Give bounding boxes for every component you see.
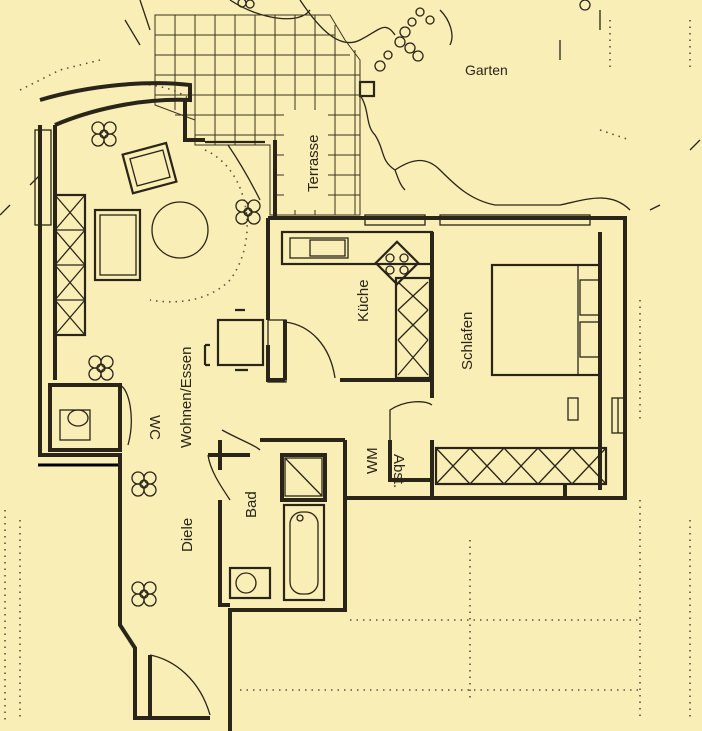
- label-bad: Bad: [243, 491, 260, 518]
- plant-1: [91, 121, 117, 147]
- label-wc: WC: [146, 415, 163, 440]
- bedroom-fixtures: [389, 263, 608, 486]
- bathroom-fixtures: [207, 429, 326, 602]
- plant-4: [131, 471, 157, 497]
- label-schlafen: Schlafen: [459, 312, 476, 370]
- windows: [34, 129, 625, 434]
- label-kueche: Küche: [355, 279, 372, 322]
- label-abst: Abst.: [390, 454, 407, 488]
- label-wohnen-essen: Wohnen/Essen: [178, 347, 195, 448]
- label-diele: Diele: [179, 518, 196, 552]
- terrace-tiles: [154, 14, 361, 216]
- entry-door: [149, 654, 211, 716]
- plant-5: [131, 581, 157, 607]
- walls: [38, 81, 627, 731]
- label-terrasse: Terrasse: [305, 134, 322, 192]
- label-garten: Garten: [465, 62, 508, 78]
- living-furniture: [53, 140, 336, 383]
- wc-fixtures: [59, 384, 132, 446]
- plant-2: [235, 199, 261, 225]
- shrub-top: [237, 0, 591, 98]
- plant-3: [88, 355, 114, 381]
- label-wm: WM: [364, 447, 381, 474]
- kitchen-fixtures: [280, 230, 434, 380]
